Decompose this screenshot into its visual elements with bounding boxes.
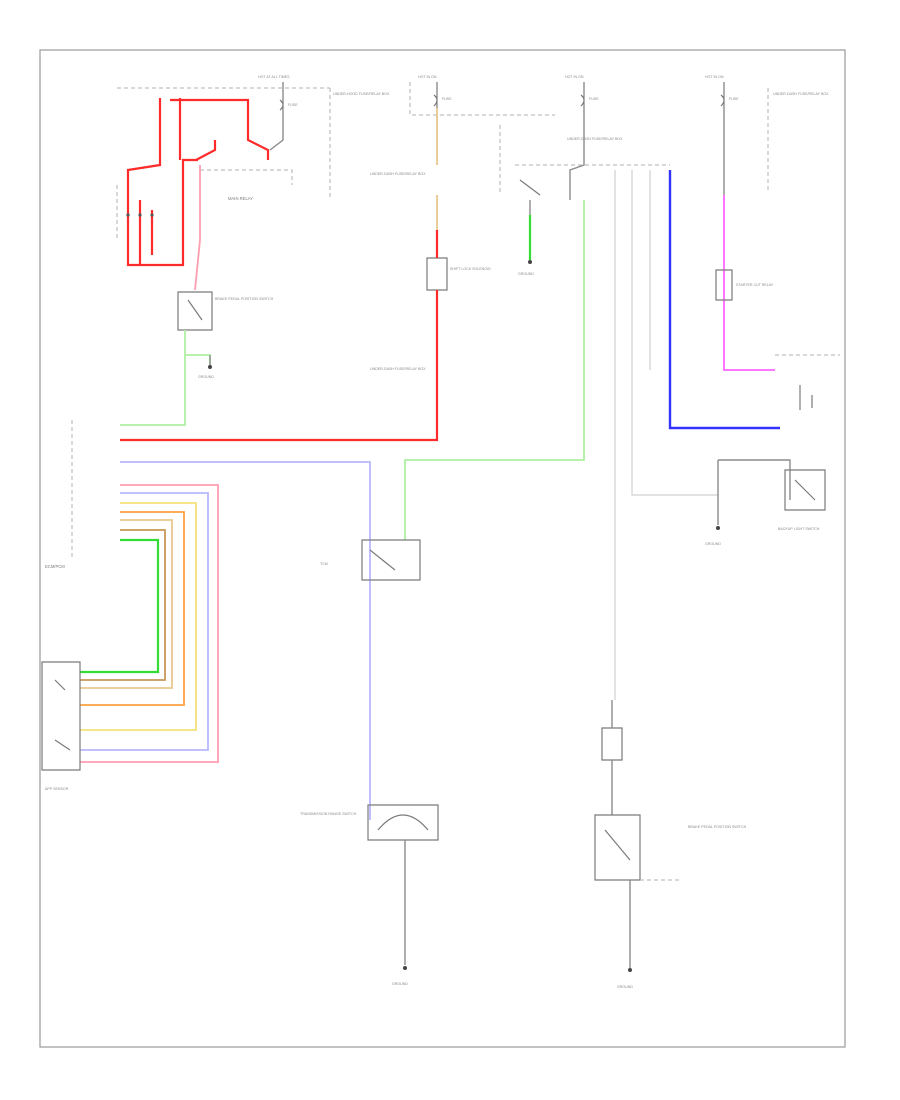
tcm-label: TCM <box>320 562 328 566</box>
ground-2-label: GROUND <box>518 272 534 276</box>
tan-wire-ecm <box>80 519 173 689</box>
fuse-3-label: FUSE <box>589 97 599 101</box>
main-relay-body <box>116 169 293 240</box>
lgreen-wire-long <box>404 200 585 540</box>
pink-wire-ecm-1 <box>80 484 219 763</box>
orange-wire-ecm <box>80 511 185 706</box>
lblue-wire-ecm-2 <box>80 492 209 751</box>
center-fuse-group: HOT IN ON FUSE UNDER-DASH FUSE/RELAY BOX… <box>120 75 555 442</box>
ground-dot-4 <box>403 966 407 970</box>
brake-switch-2-body <box>594 814 641 881</box>
under-dash-box-label-3: UNDER-DASH FUSE/RELAY BOX <box>567 137 623 141</box>
trs-arc <box>377 814 429 831</box>
backup-switch-wire <box>717 459 791 525</box>
pink-wire-main-relay <box>194 165 201 291</box>
fuse-4-label: FUSE <box>729 97 739 101</box>
ground-5-label: GROUND <box>617 985 633 989</box>
under-hood-fuse-box-label: UNDER-HOOD FUSE/RELAY BOX <box>333 92 390 96</box>
main-relay-supply <box>269 82 284 151</box>
fuse-2-label: FUSE <box>442 97 452 101</box>
diagram-frame <box>39 49 846 1048</box>
lblue-wire-ecm <box>120 461 371 820</box>
yellow-wire-ecm <box>80 502 197 731</box>
fuse-1-label: FUSE <box>288 103 298 107</box>
relay-contact-center <box>519 179 541 215</box>
hot-at-all-times-label: HOT AT ALL TIMES <box>258 75 290 79</box>
center-right-group: HOT IN ON FUSE UNDER-DASH FUSE/RELAY BOX… <box>404 75 718 700</box>
brake-switch-outline <box>177 291 213 331</box>
junction-dot-3 <box>150 213 154 217</box>
brake-pedal-switch-group: BRAKE PEDAL POSITION SWITCH GROUND <box>120 291 274 426</box>
starter-cut-relay-body <box>715 269 733 301</box>
blue-wire-main <box>668 170 780 430</box>
red-wire-2 <box>170 98 270 160</box>
under-hood-box-outline <box>117 87 331 200</box>
ground-dot-1 <box>208 365 212 369</box>
brake-pedal-switch-label: BRAKE PEDAL POSITION SWITCH <box>215 297 274 301</box>
backup-light-switch-group: BACKUP LIGHT SWITCH GROUND <box>705 459 826 546</box>
green-wire-brake <box>120 330 211 426</box>
starter-cut-relay-label: STARTER CUT RELAY <box>736 283 774 287</box>
shift-lock-solenoid-label: SHIFT LOCK SOLENOID <box>450 267 491 271</box>
junction-dot-2 <box>138 213 142 217</box>
transmission-range-switch-group: TRANSMISSION RANGE SWITCH GROUND <box>300 804 439 986</box>
transmission-range-switch-label: TRANSMISSION RANGE SWITCH <box>300 812 357 816</box>
fuse-2-symbol <box>433 90 438 108</box>
main-relay-label: MAIN RELAY <box>228 196 253 201</box>
ground-dot-5 <box>628 968 632 972</box>
brake-switch-contact <box>187 299 203 321</box>
red-wire-1 <box>126 98 198 267</box>
under-dash-box-label-4: UNDER-DASH FUSE/RELAY BOX <box>773 92 829 96</box>
ground-3-label: GROUND <box>705 542 721 546</box>
black-wire-fuse-3 <box>569 82 585 200</box>
shift-lock-solenoid-body <box>426 257 448 291</box>
tcm-switch-contact <box>369 549 396 571</box>
main-relay-group: HOT AT ALL TIMES UNDER-HOOD FUSE/RELAY B… <box>116 75 390 291</box>
fuse-3-symbol <box>580 90 585 108</box>
ground-4-label: GROUND <box>392 982 408 986</box>
blue-wire-group: HOT IN ON FUSE UNDER-DASH FUSE/RELAY BOX… <box>668 75 840 430</box>
fuse-1-symbol <box>279 95 284 111</box>
red-wire-3 <box>138 140 217 265</box>
app-sensor-body <box>41 661 81 771</box>
ground-1-label: GROUND <box>198 375 214 379</box>
under-dash-box-label-2: UNDER-DASH FUSE/RELAY BOX <box>370 367 426 371</box>
trs-body <box>367 804 439 841</box>
hot-in-on-label-2: HOT IN ON <box>565 75 584 79</box>
ecm-pcm-label: ECM/PCM <box>45 564 65 569</box>
app-sensor-label: APP SENSOR <box>45 787 69 791</box>
hot-in-on-label-3: HOT IN ON <box>705 75 724 79</box>
red-wire-center <box>120 230 439 442</box>
fuse-4-symbol <box>720 90 725 108</box>
grey-wires-center <box>614 170 718 700</box>
bottom-right-switch-group: BRAKE PEDAL POSITION SWITCH GROUND <box>594 700 747 989</box>
backup-light-switch-label: BACKUP LIGHT SWITCH <box>778 527 820 531</box>
center-fuse-box-outline <box>409 82 555 195</box>
tcm-switch-body <box>361 539 421 581</box>
tcm-group: TCM <box>320 539 421 581</box>
brown-wire-ecm <box>80 529 166 681</box>
ground-dot-3 <box>716 526 720 530</box>
junction-dot-1 <box>126 213 130 217</box>
green-wire-ecm <box>80 538 160 674</box>
brake-switch-2-label: BRAKE PEDAL POSITION SWITCH <box>688 825 747 829</box>
backup-switch-body <box>784 469 826 511</box>
ground-dot-2 <box>528 260 532 264</box>
under-dash-box-label-1: UNDER-DASH FUSE/RELAY BOX <box>370 172 426 176</box>
ecm-connector-group: ECM/PCM <box>45 420 371 820</box>
hot-in-on-label-1: HOT IN ON <box>418 75 437 79</box>
app-sensor-internal <box>54 679 71 751</box>
app-sensor-group: APP SENSOR <box>41 661 81 791</box>
violet-wire-right <box>723 195 775 371</box>
small-switch-right <box>799 385 813 410</box>
under-dash-relay-body <box>601 727 623 761</box>
